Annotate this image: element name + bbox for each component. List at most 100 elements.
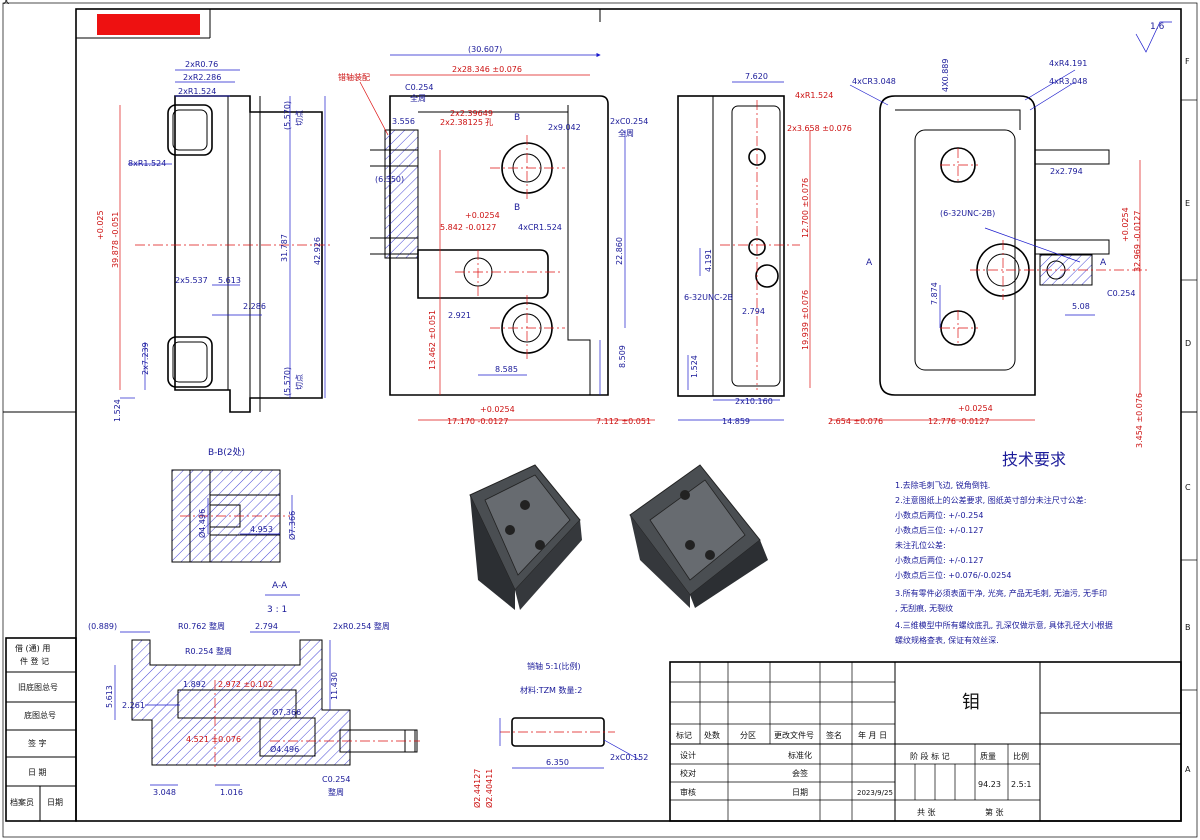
hdr-zone: 分区: [740, 731, 756, 740]
dim-aa-11430: 11.430: [330, 672, 339, 700]
dim-8xr1524: 8xR1.524: [128, 159, 166, 168]
lbl-check: 校对: [680, 768, 696, 778]
red-stamp-box: [97, 14, 200, 35]
tech-line-4: 小数点后三位: +/-0.127: [895, 525, 983, 535]
tech-line-11: 螺纹规格查表, 保证有效丝深.: [895, 635, 999, 645]
dim-7112: 7.112 ±0.051: [596, 417, 651, 426]
tech-line-2: 2.注意图纸上的公差要求, 图纸英寸部分未注尺寸公差:: [895, 495, 1086, 505]
dim-thread-right: (6-32UNC-2B): [940, 209, 995, 218]
dim-pin-lower: Ø2.40411: [484, 769, 494, 808]
dim-12700: 12.700 ±0.076: [801, 178, 810, 238]
strip-borrow-line2: 件 登 记: [20, 656, 49, 666]
dim-hole-upper: 2x2.39649: [450, 109, 493, 118]
surface-finish-value: 1.6: [1150, 22, 1165, 32]
lbl-standardize: 标准化: [788, 750, 812, 760]
dim-2xc0254: 2xC0.254: [610, 117, 648, 126]
dim-bb-7366: Ø7.366: [287, 511, 297, 540]
zone-a: A: [1185, 765, 1191, 774]
scale-value: 2.5:1: [1011, 780, 1032, 789]
dim-4xcr3048: 4xCR3.048: [852, 77, 896, 86]
dim-pin-upper: Ø2.44127: [472, 769, 482, 808]
left-view: 2xR0.76 2xR2.286 2xR1.524 8xR1.524 +0.02…: [96, 60, 330, 422]
section-aa-title: A-A: [272, 581, 288, 591]
dim-aa-2972: 2.972 ±0.102: [218, 680, 273, 689]
dim-17170: 17.170 -0.0127: [447, 417, 508, 426]
dim-4xcr1524: 4xCR1.524: [518, 223, 562, 232]
dim-2x2794: 2x2.794: [1050, 167, 1083, 176]
tech-line-8: 3.所有零件必须表面干净, 光亮, 产品无毛刺, 无油污, 无手印: [895, 588, 1107, 598]
dim-aa-4496: Ø4.496: [270, 744, 299, 754]
dim-4xr4191: 4xR4.191: [1049, 59, 1087, 68]
dim-2xr076: 2xR0.76: [185, 60, 218, 69]
tech-line-3: 小数点后两位: +/-0.254: [895, 510, 983, 520]
zone-c: C: [1185, 483, 1191, 492]
dim-2xr2286: 2xR2.286: [183, 73, 221, 82]
tech-line-10: 4.三维模型中所有螺纹底孔, 孔深仅做示意, 具体孔径大小根据: [895, 620, 1113, 630]
section-aa: A-A 3 : 1 (0.889) R0.762 整周 2.794 2xR0.2…: [88, 581, 420, 797]
dim-7620: 7.620: [745, 72, 768, 81]
hdr-count: 处数: [704, 730, 720, 740]
dim-aa-0889: (0.889): [88, 622, 117, 631]
dim-4xr1524: 4xR1.524: [795, 91, 833, 100]
dim-aa-2261: 2.261: [122, 701, 145, 710]
strip-date: 日 期: [28, 768, 47, 777]
dim-2921: 2.921: [448, 311, 471, 320]
pin-material: 材料:TZM 数量:2: [520, 685, 582, 695]
side-view: 7.620 4xR1.524 2x3.658 ±0.076 12.700 ±0.…: [677, 72, 852, 426]
dim-right-bottom-tol: +0.0254: [958, 404, 993, 413]
zone-d: D: [1185, 339, 1191, 348]
section-bb: B-B(2处) Ø4.496 4.953 Ø7.366: [171, 446, 297, 563]
dim-3454: 3.454 ±0.076: [1135, 393, 1144, 448]
dim-aa-all-around: 整周: [328, 787, 344, 797]
pin-title: 销轴 5:1(比例): [527, 661, 581, 671]
dim-c0254-right: C0.254: [1107, 289, 1136, 298]
dim-2x7239: 2x7.239: [141, 342, 150, 375]
dim-thread: 6-32UNC-2B: [684, 293, 733, 302]
dim-bb-4953: 4.953: [250, 525, 273, 534]
strip-archivist: 档案员: [10, 797, 34, 807]
close-glyph[interactable]: x: [3, 0, 10, 7]
sheet-number: 第 张: [985, 807, 1004, 817]
mass-value: 94.23: [978, 780, 1001, 789]
dim-aa-2xr0254: 2xR0.254 整周: [333, 621, 390, 631]
dim-pin-6350: 6.350: [546, 758, 569, 767]
dim-30607: (30.607): [468, 45, 502, 54]
dim-2xr1524: 2xR1.524: [178, 87, 216, 96]
dim-aa-4521: 4.521 ±0.076: [186, 735, 241, 744]
dim-4x0889: 4X0.889: [941, 59, 950, 92]
dim-7874: 7.874: [930, 282, 939, 305]
callout-pin-assembly: 错轴装配: [338, 72, 370, 82]
section-a-right: A: [1100, 258, 1107, 268]
dim-c0254: C0.254: [405, 83, 434, 92]
strip-archivist-date: 日期: [47, 798, 63, 807]
zone-f: F: [1185, 57, 1190, 66]
dim-6350: (6.350): [375, 175, 404, 184]
dim-31787: 31.787: [280, 234, 289, 262]
surface-finish-symbol: 1.6: [1135, 21, 1172, 53]
dim-pin-chamfer: 2xC0.152: [610, 753, 648, 762]
total-sheets: 共 张: [917, 808, 936, 817]
dim-aa-5613: 5.613: [105, 685, 114, 708]
dim-aa-r0254: R0.254 整周: [185, 646, 232, 656]
dim-32969: 32.969 -0.0127: [1133, 211, 1142, 272]
dim-22860: 22.860: [615, 237, 624, 265]
dim-4xr3048: 4xR3.048: [1049, 77, 1087, 86]
lbl-countersign: 会签: [792, 768, 808, 778]
strip-borrow-line1: 借 (通) 用: [15, 643, 50, 653]
section-b-top: B: [514, 113, 520, 123]
dim-aa-3048: 3.048: [153, 788, 176, 797]
dim-aa-2794: 2.794: [255, 622, 278, 631]
lbl-date: 日期: [792, 788, 808, 797]
dim-hole-label: 孔: [485, 118, 493, 127]
dim-aa-1892: 1.892: [183, 680, 206, 689]
dim-aa-1016: 1.016: [220, 788, 243, 797]
section-a-left: A: [866, 258, 873, 268]
dim-508: 5.08: [1072, 302, 1090, 311]
dim-5613: 5.613: [218, 276, 241, 285]
dim-slot-tol-upper: +0.0254: [465, 211, 500, 220]
dim-2654: 2.654 ±0.076: [828, 417, 883, 426]
tangent-label-bottom: 切点: [295, 374, 304, 390]
hdr-sign: 签名: [826, 730, 842, 740]
part-name: 钼: [962, 692, 980, 713]
